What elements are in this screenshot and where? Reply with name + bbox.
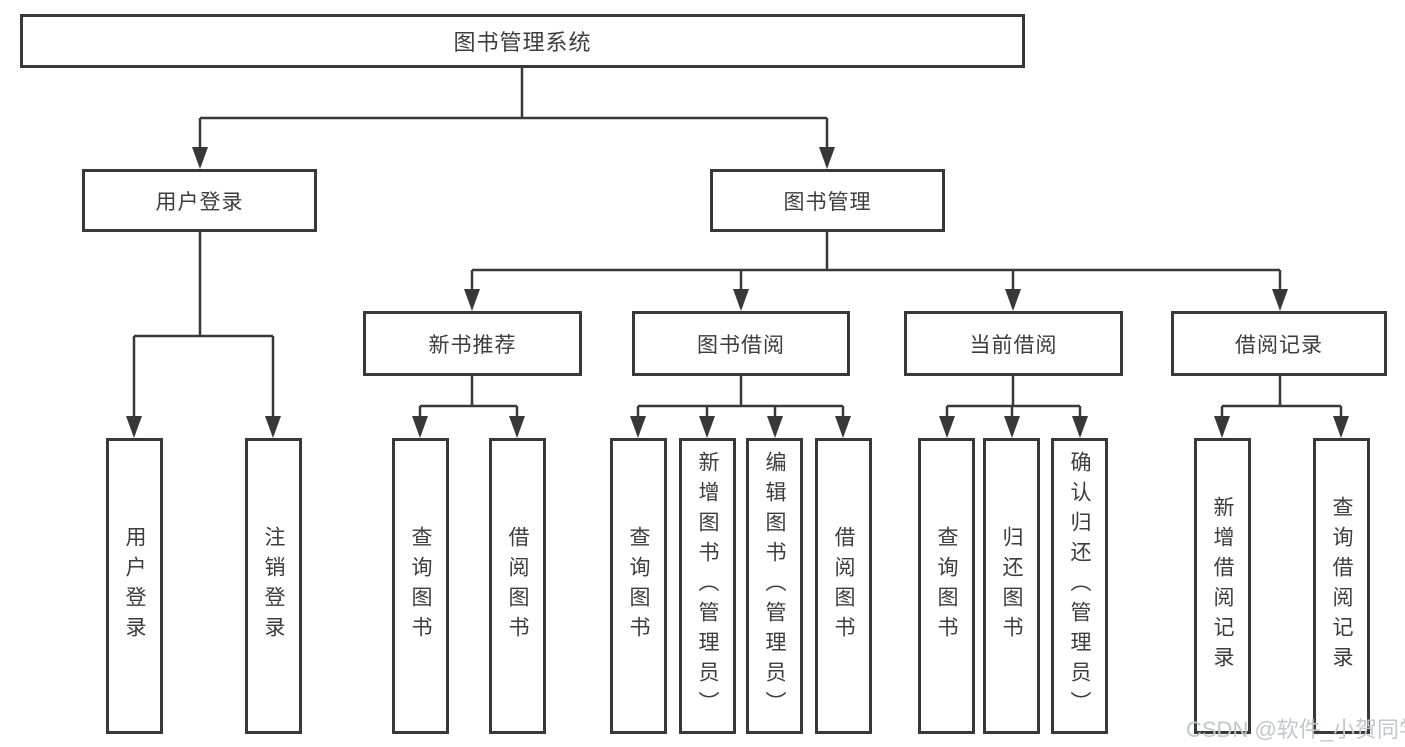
node-borrow-records: 借阅记录	[1171, 311, 1387, 376]
node-leaf-add-borrow-record: 新增借阅记录	[1194, 438, 1251, 734]
node-current-borrow: 当前借阅	[904, 311, 1123, 376]
leaf-label: 归还图书	[1000, 526, 1023, 646]
edges-user-login-to-leaves	[126, 232, 281, 438]
edges-borrow-records-to-leaves	[1214, 376, 1349, 438]
node-leaf-borrow-book: 借阅图书	[489, 438, 546, 734]
leaf-label: 查询图书	[627, 526, 650, 646]
node-leaf-borrow-book: 借阅图书	[815, 438, 872, 734]
edges-book-borrow-to-leaves	[630, 376, 851, 438]
leaf-label: 编辑图书（管理员）	[763, 451, 786, 721]
leaf-label: 借阅图书	[506, 526, 529, 646]
leaf-label: 查询借阅记录	[1330, 496, 1353, 676]
node-leaf-confirm-return-admin: 确认归还（管理员）	[1051, 438, 1108, 734]
node-leaf-logout: 注销登录	[245, 438, 302, 734]
node-root-system: 图书管理系统	[20, 14, 1025, 68]
edges-new-books-to-leaves	[412, 376, 525, 438]
edges-root-to-level2	[192, 68, 835, 169]
node-user-login: 用户登录	[82, 169, 317, 232]
node-leaf-add-book-admin: 新增图书（管理员）	[679, 438, 736, 734]
edges-book-mgmt-to-level3	[464, 232, 1288, 311]
node-leaf-user-login: 用户登录	[106, 438, 163, 734]
node-leaf-query-book: 查询图书	[392, 438, 449, 734]
leaf-label: 新增借阅记录	[1211, 496, 1234, 676]
node-book-management: 图书管理	[710, 169, 945, 232]
leaf-label: 查询图书	[409, 526, 432, 646]
leaf-label: 查询图书	[935, 526, 958, 646]
edges-current-borrow-to-leaves	[939, 376, 1088, 438]
leaf-label: 新增图书（管理员）	[696, 451, 719, 721]
node-new-book-recommend: 新书推荐	[363, 311, 582, 376]
node-leaf-edit-book-admin: 编辑图书（管理员）	[746, 438, 803, 734]
csdn-watermark: CSDN @软件_小贺同学	[1186, 717, 1405, 742]
node-leaf-query-book: 查询图书	[918, 438, 975, 734]
leaf-label: 用户登录	[123, 526, 146, 646]
node-leaf-query-borrow-record: 查询借阅记录	[1313, 438, 1370, 734]
leaf-label: 注销登录	[262, 526, 285, 646]
node-leaf-query-book: 查询图书	[610, 438, 667, 734]
node-book-borrow: 图书借阅	[632, 311, 850, 376]
leaf-label: 借阅图书	[832, 526, 855, 646]
node-leaf-return-book: 归还图书	[983, 438, 1040, 734]
leaf-label: 确认归还（管理员）	[1068, 451, 1091, 721]
